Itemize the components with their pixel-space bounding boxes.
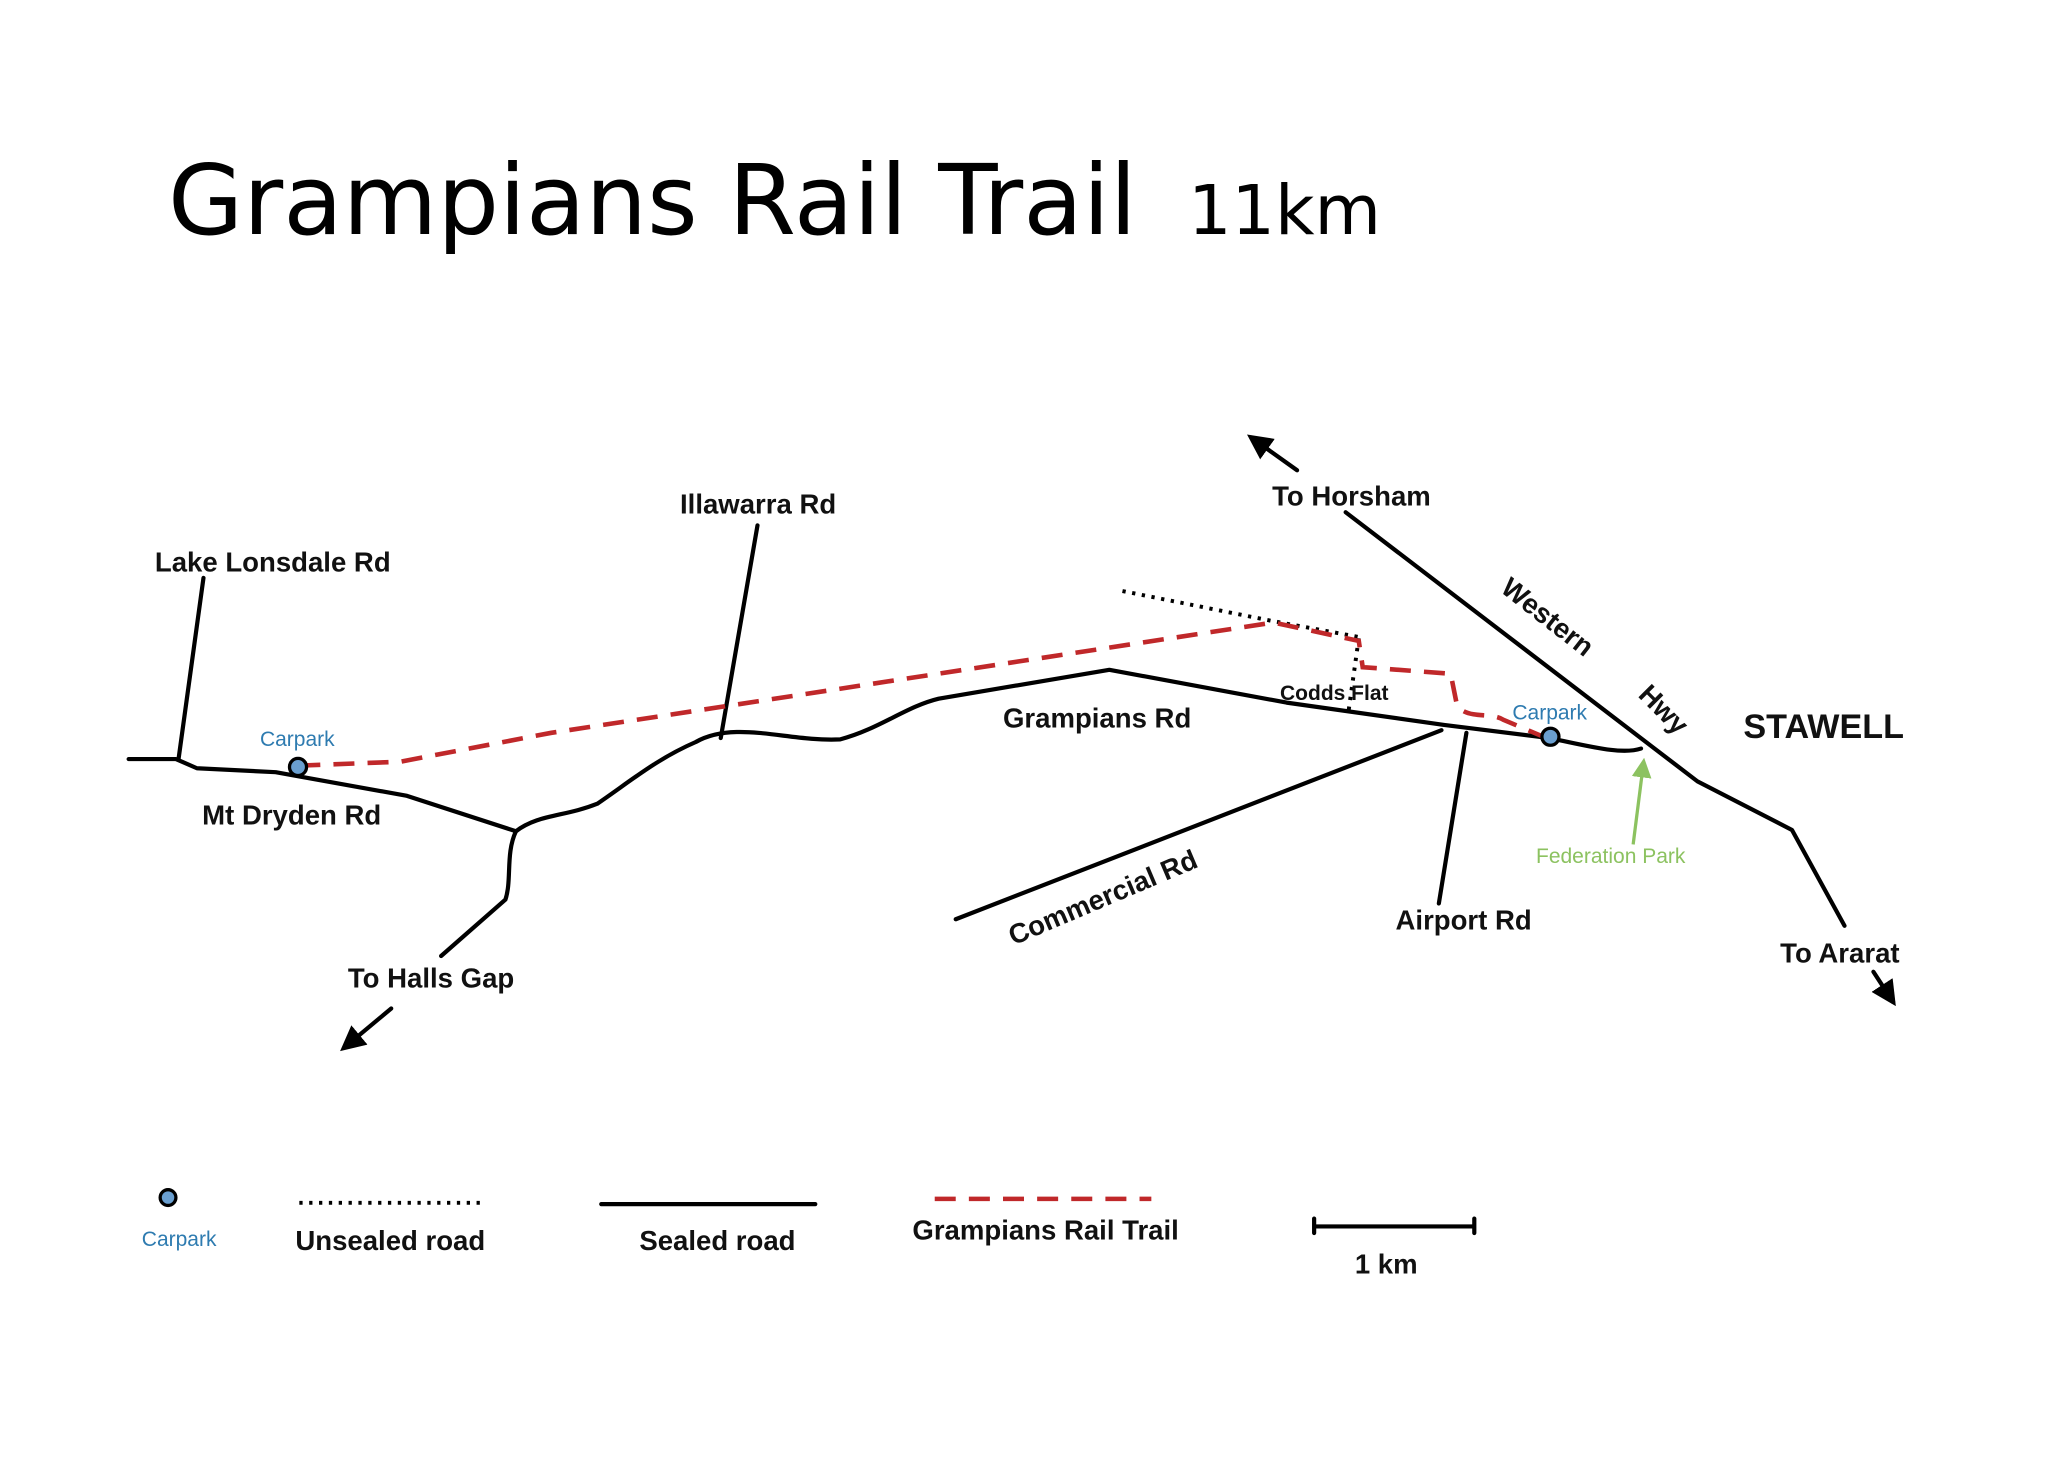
carpark-east-icon <box>1540 726 1561 747</box>
label-stawell: STAWELL <box>1743 708 1904 746</box>
label-to-horsham: To Horsham <box>1272 481 1431 512</box>
unsealed-road <box>1122 589 1360 639</box>
legend-sealed: Sealed road <box>639 1225 795 1256</box>
lake-lonsdale-rd <box>176 575 206 762</box>
codds-flat-road <box>1346 638 1361 714</box>
scale-label: 1 km <box>1355 1249 1418 1280</box>
label-to-ararat: To Ararat <box>1780 938 1899 969</box>
legend-trail: Grampians Rail Trail <box>912 1215 1178 1246</box>
label-airport: Airport Rd <box>1396 905 1532 936</box>
horsham-arrow <box>1247 434 1300 473</box>
label-codds-flat: Codds Flat <box>1280 682 1389 705</box>
label-illawarra: Illawarra Rd <box>680 489 836 520</box>
rail-trail <box>299 620 1548 768</box>
airport-rd <box>1436 730 1469 906</box>
legend-carpark-icon <box>158 1188 178 1208</box>
label-lake-lonsdale: Lake Lonsdale Rd <box>155 546 391 577</box>
legend: Carpark Unsealed road Sealed road Grampi… <box>142 1188 1477 1280</box>
mt-dryden-rd <box>126 756 519 834</box>
legend-unsealed: Unsealed road <box>295 1225 485 1256</box>
federation-park-arrow <box>1631 757 1652 845</box>
label-mt-dryden: Mt Dryden Rd <box>202 800 381 831</box>
grampians-rd <box>513 667 1644 834</box>
label-federation-park: Federation Park <box>1536 845 1686 868</box>
label-carpark-east: Carpark <box>1512 702 1587 725</box>
western-hwy <box>1343 510 1847 928</box>
commercial-rd <box>953 728 1444 922</box>
label-carpark-west: Carpark <box>260 728 335 751</box>
label-western: Western <box>1496 571 1600 662</box>
illawarra-rd <box>718 523 760 741</box>
ararat-arrow <box>1871 969 1896 1007</box>
scale-bar <box>1312 1216 1477 1236</box>
trail-distance: 11km <box>1188 172 1381 251</box>
halls-gap-arrow <box>340 1006 394 1052</box>
map-title: Grampians Rail Trail <box>168 144 1137 257</box>
label-to-halls-gap: To Halls Gap <box>348 962 514 993</box>
label-hwy: Hwy <box>1633 678 1695 740</box>
halls-gap-rd <box>439 829 519 959</box>
label-grampians-rd: Grampians Rd <box>1003 703 1191 734</box>
legend-carpark: Carpark <box>142 1228 217 1251</box>
carpark-west-icon <box>287 756 309 778</box>
label-commercial: Commercial Rd <box>1004 844 1202 951</box>
